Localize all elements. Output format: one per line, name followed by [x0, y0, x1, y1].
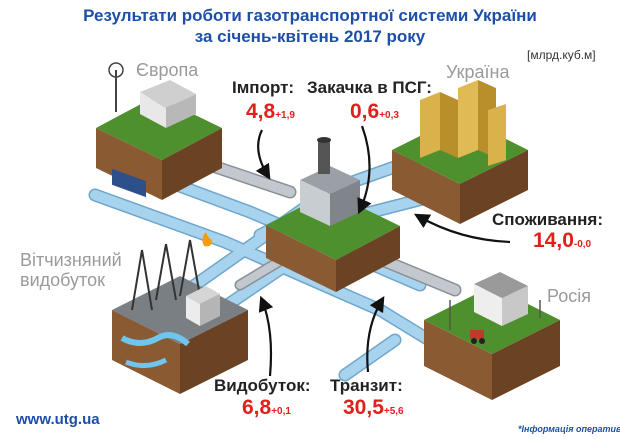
transit-change: +5,6 — [383, 406, 404, 417]
import-value-group: 4,8+1,9 — [246, 100, 295, 124]
page-subtitle: за січень-квітень 2017 року — [194, 27, 426, 46]
region-domestic-line2: видобуток — [20, 270, 105, 290]
production-label: Видобуток: — [214, 376, 311, 395]
region-domestic-line1: Вітчизняний — [20, 250, 122, 270]
consumption-arrow — [413, 213, 511, 244]
region-russia: Росія — [547, 286, 591, 306]
consumption-value: 14,0 — [533, 229, 574, 252]
import-change: +1,9 — [275, 110, 295, 121]
flow-arrows — [255, 125, 511, 377]
compressor-tile — [266, 137, 400, 292]
import-arrow — [255, 129, 271, 180]
injection-value: 0,6 — [350, 100, 380, 123]
region-ukraine: Україна — [446, 62, 510, 82]
import-value: 4,8 — [246, 100, 276, 123]
ukraine-tile — [392, 80, 528, 224]
consumption-value-group: 14,0-0,0 — [533, 229, 591, 253]
injection-change: +0,3 — [379, 110, 399, 121]
footnote: *Інформація оперативна — [518, 424, 620, 434]
production-value-group: 6,8+0,1 — [242, 396, 291, 420]
injection-label: Закачка в ПСГ: — [307, 78, 432, 97]
russia-tile — [424, 272, 560, 400]
injection-arrow — [357, 125, 372, 215]
production-arrow — [258, 295, 274, 377]
europe-tile — [96, 62, 222, 200]
consumption-label: Споживання: — [492, 210, 604, 229]
transit-value: 30,5 — [343, 396, 384, 419]
production-tile — [112, 232, 248, 394]
website-link[interactable]: www.utg.ua — [16, 411, 100, 428]
transit-label: Транзит: — [330, 376, 403, 395]
import-label: Імпорт: — [232, 78, 295, 97]
transit-value-group: 30,5+5,6 — [343, 396, 404, 420]
production-change: +0,1 — [271, 406, 291, 417]
transit-arrow — [366, 296, 385, 373]
unit-label: [млрд.куб.м] — [527, 48, 596, 62]
consumption-change: -0,0 — [573, 239, 592, 250]
page-title: Результати роботи газотранспортної систе… — [83, 6, 537, 25]
production-value: 6,8 — [242, 396, 272, 419]
region-europe: Європа — [136, 60, 199, 80]
injection-value-group: 0,6+0,3 — [350, 100, 399, 124]
